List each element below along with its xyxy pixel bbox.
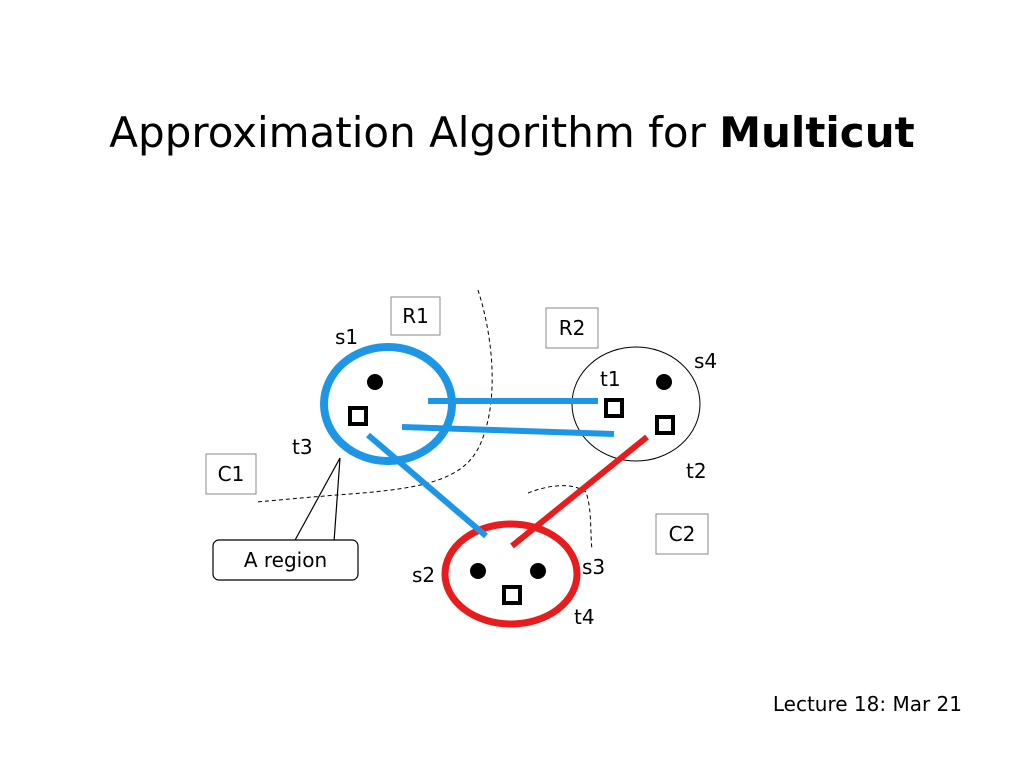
- callout-pointer: [293, 457, 341, 543]
- callout-text: A region: [244, 548, 327, 572]
- label-t3: t3: [292, 435, 313, 459]
- edge-blue-diagonal: [366, 432, 488, 539]
- slide-footer: Lecture 18: Mar 21: [772, 692, 962, 716]
- box-r1: [390, 296, 441, 336]
- label-s4: s4: [694, 349, 717, 373]
- node-t1: [604, 398, 624, 418]
- box-r1-text: R1: [402, 304, 429, 328]
- region-boundary-r1: [255, 289, 493, 503]
- node-s3: [530, 563, 546, 579]
- node-s2: [470, 563, 486, 579]
- box-c1-text: C1: [218, 462, 245, 486]
- slide-title: Approximation Algorithm for Multicut: [0, 108, 1024, 157]
- region-boundary-r2: [527, 485, 593, 551]
- region-s2-s3-t4: [441, 520, 581, 628]
- label-s2: s2: [412, 563, 435, 587]
- box-r2-text: R2: [559, 316, 586, 340]
- edge-blue-middle: [401, 424, 615, 437]
- box-r2: [545, 307, 599, 349]
- node-t4: [502, 585, 522, 605]
- box-c2: [655, 513, 709, 555]
- node-s4: [656, 374, 672, 390]
- title-text: Approximation Algorithm for: [109, 108, 720, 157]
- box-c1: [205, 453, 257, 495]
- node-s1: [367, 374, 383, 390]
- label-t4: t4: [574, 605, 595, 629]
- label-s1: s1: [335, 325, 358, 349]
- label-t2: t2: [686, 459, 707, 483]
- box-c2-text: C2: [669, 522, 696, 546]
- label-s3: s3: [582, 555, 605, 579]
- node-t3: [348, 406, 368, 426]
- edge-red: [510, 434, 649, 549]
- label-t1: t1: [600, 367, 621, 391]
- callout-box: [212, 539, 359, 581]
- node-t2: [655, 415, 675, 435]
- title-bold-text: Multicut: [719, 108, 915, 157]
